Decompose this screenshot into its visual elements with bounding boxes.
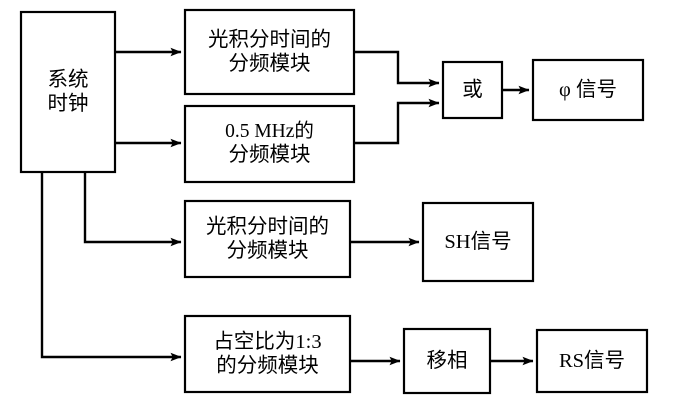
- phase-shift-box: [402, 327, 492, 395]
- system-clock-box: [19, 10, 117, 174]
- sh-signal-output-box: [421, 201, 535, 283]
- connector-integration-divider-top-to-or: [354, 50, 440, 88]
- connector-mhz-divider-to-or: [354, 98, 440, 145]
- connector-clock-to-integration-divider-mid: [83, 172, 182, 247]
- optical-integration-time-divider-top-box: [183, 8, 356, 96]
- or-gate-box: [441, 60, 504, 120]
- half-mhz-divider-box: [183, 104, 356, 184]
- rs-signal-output-box: [535, 328, 649, 394]
- connector-clock-to-duty-divider: [40, 172, 182, 362]
- duty-cycle-divider-box: [183, 314, 352, 394]
- optical-integration-time-divider-mid-box: [183, 199, 352, 279]
- phi-signal-output-box: [531, 58, 645, 122]
